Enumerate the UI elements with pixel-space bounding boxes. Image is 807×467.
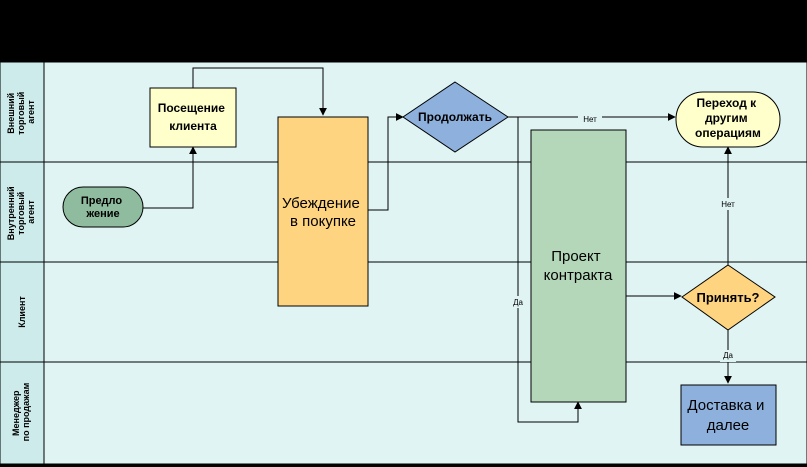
svg-text:Убеждение в покупке: Убеждение в покупке	[282, 195, 364, 230]
lane-label-external-agent: Внешний торговый агент	[6, 89, 36, 135]
svg-text:Посещение клиента: Посещение клиента	[158, 101, 229, 133]
node-persuade: Убеждение в покупке	[277, 116, 369, 307]
node-offer: Предло жение	[62, 186, 144, 228]
svg-text:Принять?: Принять?	[696, 290, 759, 305]
node-accept-decision: Принять?	[681, 264, 776, 331]
svg-text:Продолжать: Продолжать	[418, 110, 492, 124]
edge-label-yes-bottom: Да	[723, 351, 733, 360]
node-contract-draft: Проект контракта	[530, 129, 627, 403]
connector-offer-to-visit	[143, 146, 197, 209]
node-delivery: Доставка и далее	[680, 384, 777, 446]
edge-labels: Нет Нет Да Да	[511, 113, 740, 362]
edge-label-no-right: Нет	[721, 200, 735, 209]
node-continue-decision: Продолжать	[402, 81, 509, 153]
lane-label-sales-manager: Менеджер по продажам	[11, 382, 31, 441]
lane-label-internal-agent: Внутренний торговый агент	[6, 184, 36, 240]
node-visit-client: Посещение клиента	[149, 87, 237, 148]
connector-persuade-to-continue	[368, 113, 404, 211]
svg-text:Проект контракта: Проект контракта	[544, 248, 613, 284]
node-other-operations: Переход к другим операциям	[675, 91, 781, 148]
edge-label-yes-left: Да	[513, 298, 523, 307]
connector-visit-to-persuade	[192, 67, 327, 116]
lane-label-client: Клиент	[17, 296, 27, 328]
diagram-canvas	[0, 61, 807, 465]
svg-text:Предло жение: Предло жение	[81, 195, 125, 220]
svg-text:Переход к другим о: Переход к другим операциям	[695, 96, 761, 140]
edge-label-no-top: Нет	[583, 115, 597, 124]
lane-header-column	[0, 61, 45, 465]
svg-text:Доставка и далее: Доставка и далее	[687, 397, 768, 434]
connector-continue-yes	[508, 116, 582, 423]
